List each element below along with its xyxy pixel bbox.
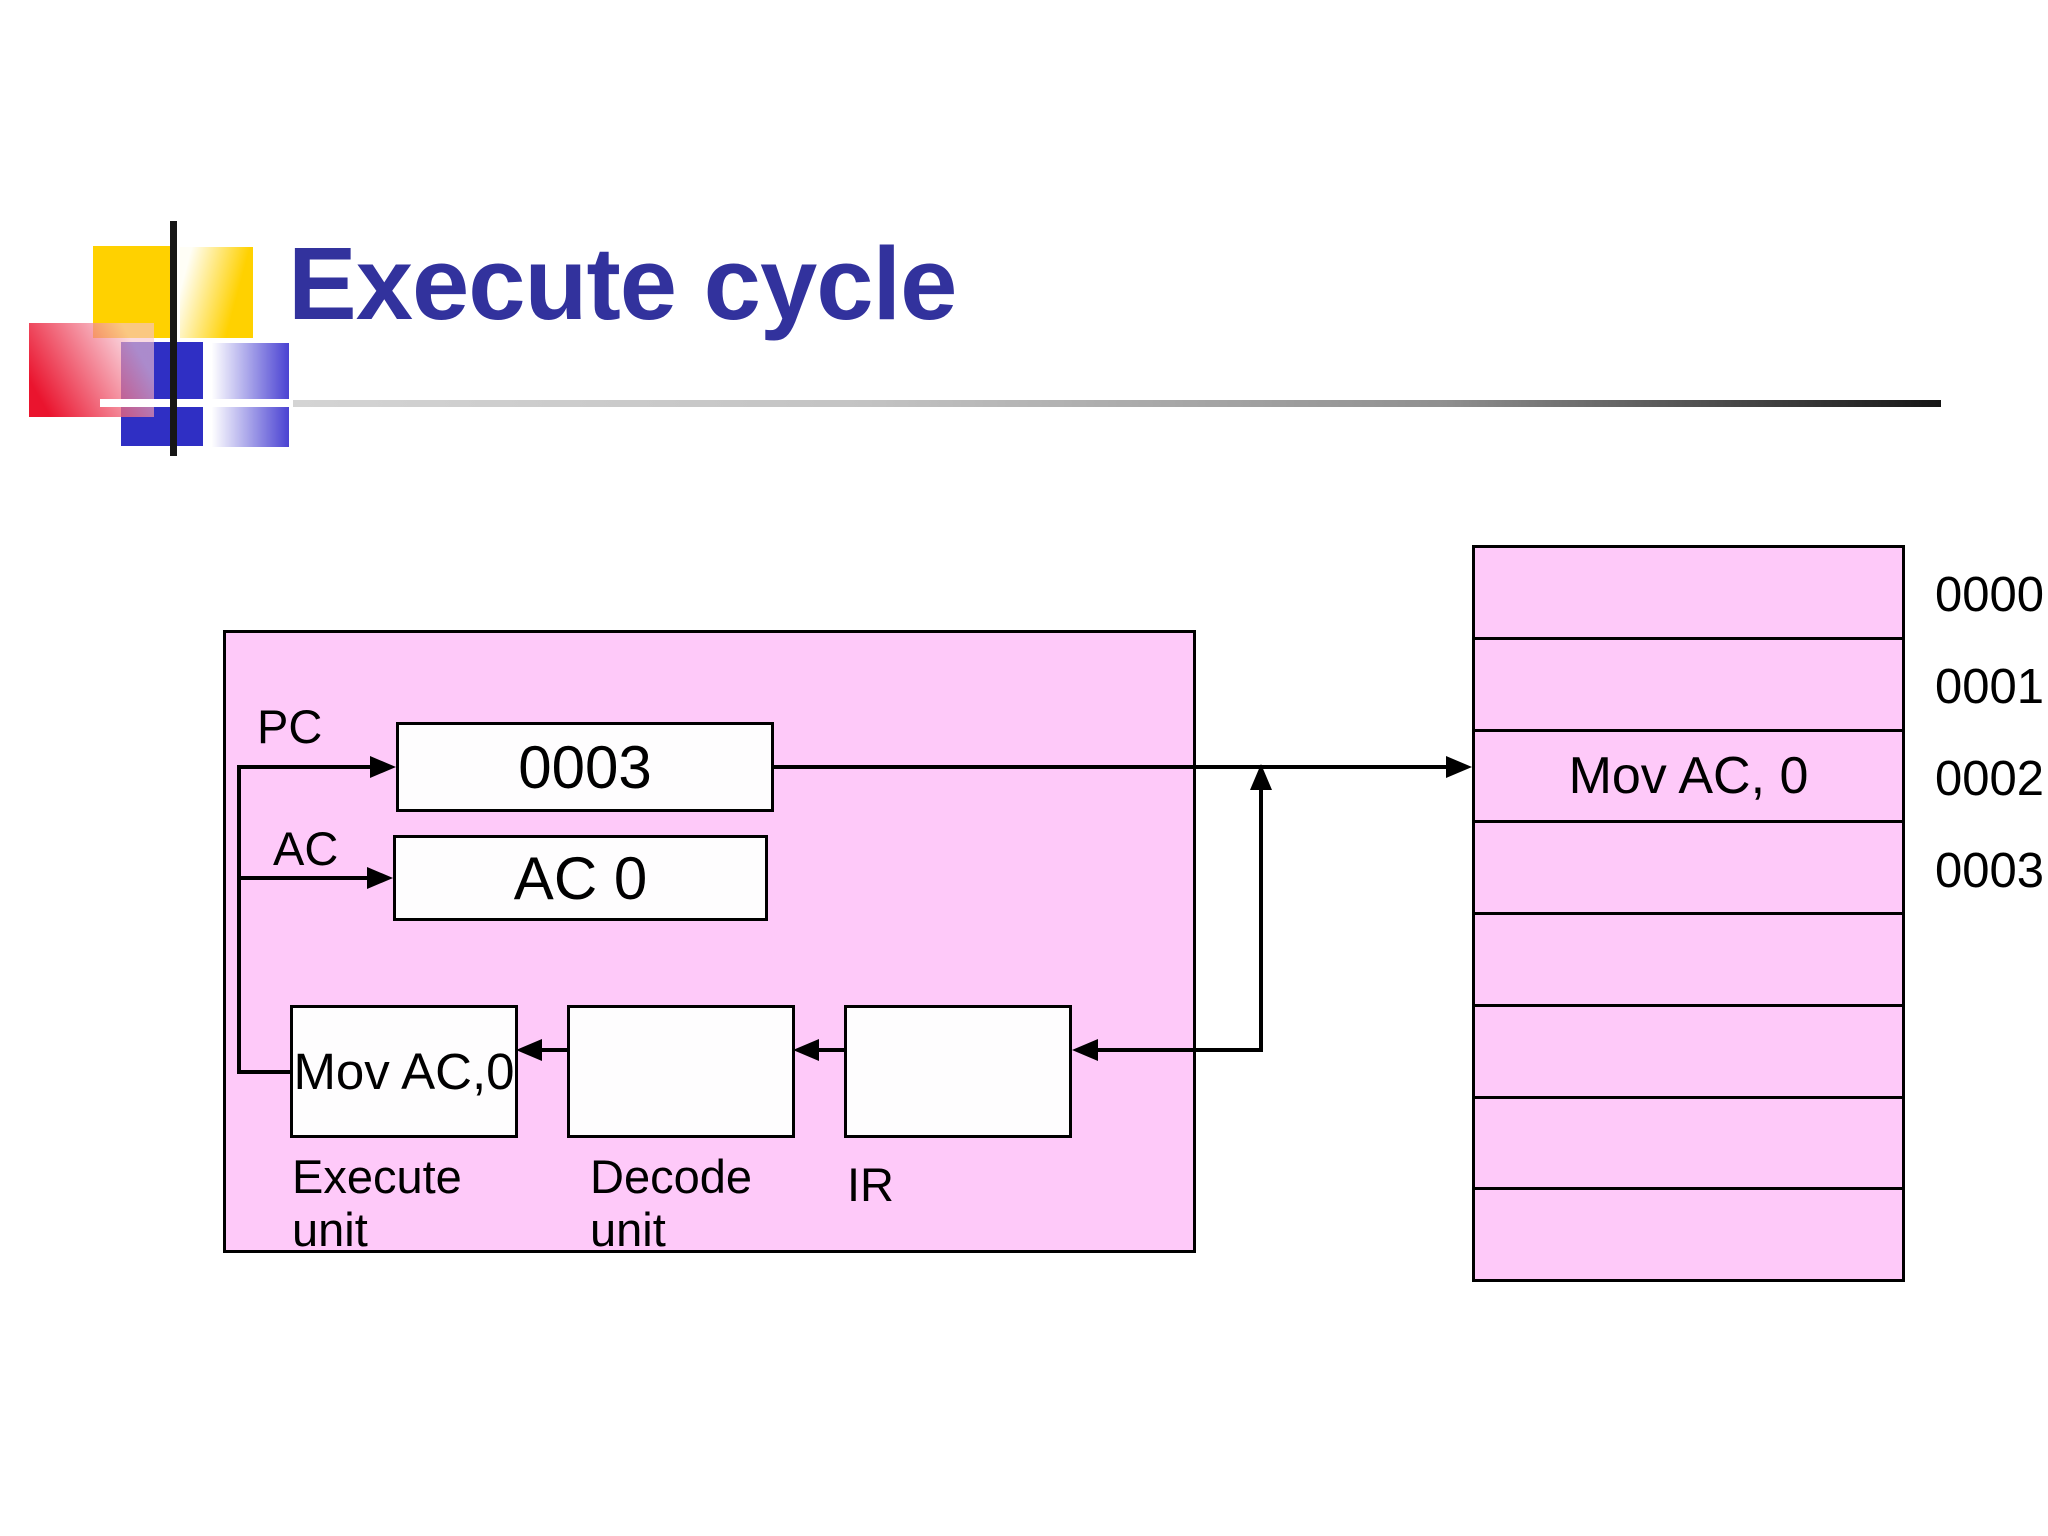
pc-feed-line — [237, 765, 372, 769]
pc-value: 0003 — [518, 733, 652, 801]
ac-register-box: AC 0 — [393, 835, 768, 921]
address-label-0002: 0002 — [1935, 752, 2045, 806]
pc-feed-arrowhead — [370, 756, 396, 778]
logo-yellow-gradient-square — [180, 247, 253, 338]
memory-row-0002: Mov AC, 0 — [1475, 732, 1902, 824]
memory-row-0001 — [1475, 640, 1902, 732]
ir-to-decode-line — [819, 1048, 846, 1052]
execute-unit-label-line2: unit — [292, 1203, 368, 1256]
memory-to-ir-line — [1098, 1048, 1261, 1052]
address-label-0001: 0001 — [1935, 660, 2045, 714]
page-title: Execute cycle — [288, 226, 957, 341]
decode-unit-label-line1: Decode — [590, 1150, 752, 1203]
execute-unit-label-line1: Execute — [292, 1150, 462, 1203]
execute-to-registers-line — [237, 765, 241, 1074]
execute-unit-box: Mov AC,0 — [290, 1005, 518, 1138]
decode-unit-label: Decode unit — [590, 1150, 752, 1256]
memory-to-ir-arrowhead — [1072, 1039, 1098, 1061]
pc-to-memory-arrowhead — [1446, 756, 1472, 778]
memory-row-7 — [1475, 1190, 1902, 1279]
ir-box — [844, 1005, 1072, 1138]
execute-unit-label: Execute unit — [292, 1150, 462, 1256]
title-rule — [290, 400, 1941, 407]
ir-label: IR — [847, 1158, 894, 1211]
ac-feed-line — [237, 876, 369, 880]
execute-instruction: Mov AC,0 — [293, 1043, 515, 1100]
logo-white-line — [100, 399, 293, 407]
logo-blue-gradient-square — [210, 343, 289, 447]
ac-value: AC 0 — [513, 844, 648, 912]
pc-to-memory-line — [772, 765, 1448, 769]
memory-row-0003 — [1475, 823, 1902, 915]
memory-row-5 — [1475, 1007, 1902, 1099]
memory-box: Mov AC, 0 — [1472, 545, 1905, 1282]
decode-to-execute-line — [542, 1048, 569, 1052]
ac-label: AC — [273, 822, 339, 875]
address-label-0003: 0003 — [1935, 844, 2045, 898]
memory-fetch-vertical-line — [1259, 788, 1263, 1052]
memory-row-4 — [1475, 915, 1902, 1007]
logo-yellow-square — [93, 246, 170, 338]
logo-vertical-line — [170, 221, 177, 456]
pc-label: PC — [257, 700, 323, 753]
memory-row-6 — [1475, 1099, 1902, 1191]
execute-output-line — [237, 1070, 292, 1074]
memory-fetch-up-arrowhead — [1250, 764, 1272, 790]
ir-to-decode-arrowhead — [793, 1039, 819, 1061]
ac-feed-arrowhead — [367, 867, 393, 889]
decode-unit-box — [567, 1005, 795, 1138]
decode-to-execute-arrowhead — [516, 1039, 542, 1061]
memory-row-0000 — [1475, 548, 1902, 640]
address-label-0000: 0000 — [1935, 568, 2045, 622]
pc-register-box: 0003 — [396, 722, 774, 812]
decode-unit-label-line2: unit — [590, 1203, 666, 1256]
